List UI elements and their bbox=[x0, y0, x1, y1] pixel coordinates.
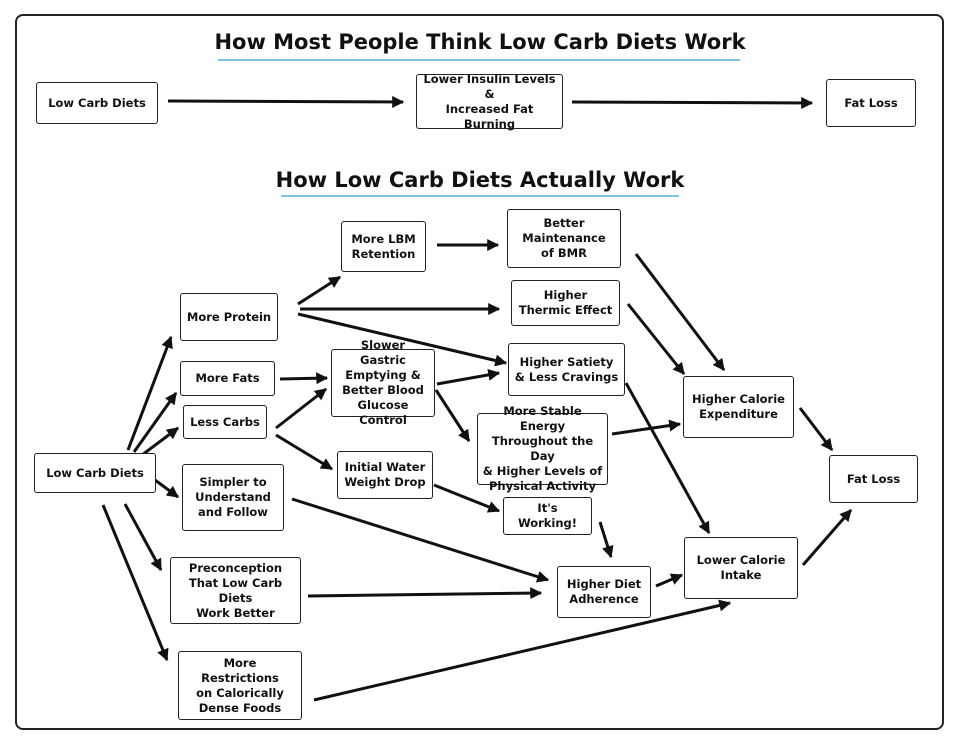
arrow-lcd-carbs bbox=[141, 426, 179, 457]
arrow-top-1 bbox=[167, 95, 405, 108]
diagram-frame bbox=[15, 14, 944, 730]
simpler-box: Simpler to Understand and Follow bbox=[182, 464, 284, 531]
arrow-lcd-restrictions bbox=[101, 504, 169, 662]
arrow-adherence-intake bbox=[655, 573, 684, 588]
arrow-working-adherence bbox=[598, 521, 614, 559]
title-common-belief: How Most People Think Low Carb Diets Wor… bbox=[214, 30, 746, 54]
stable-energy-box: More Stable Energy Throughout the Day & … bbox=[477, 404, 608, 493]
arrow-carbs-gastric bbox=[275, 387, 327, 430]
arrow-gastric-energy bbox=[434, 389, 471, 443]
top-fat-loss-box: Fat Loss bbox=[826, 79, 916, 127]
title-common-belief-underline bbox=[218, 59, 740, 61]
arrow-carbs-water bbox=[275, 433, 334, 471]
arrow-protein-lbm bbox=[297, 275, 342, 306]
calorie-expenditure-box: Higher Calorie Expenditure bbox=[683, 376, 794, 438]
arrow-fats-gastric bbox=[279, 372, 329, 385]
thermic-box: Higher Thermic Effect bbox=[511, 280, 620, 326]
arrow-energy-expenditure bbox=[611, 419, 682, 436]
arrow-preconception-adherence bbox=[307, 587, 543, 600]
arrow-simpler-adherence bbox=[291, 497, 550, 583]
title-actual-mechanism-underline bbox=[281, 195, 679, 197]
title-actual-mechanism: How Low Carb Diets Actually Work bbox=[275, 168, 685, 192]
more-lbm-box: More LBM Retention bbox=[341, 221, 426, 272]
arrow-lcd-simpler bbox=[154, 478, 179, 499]
low-carb-diets-box: Low Carb Diets bbox=[34, 453, 156, 493]
arrow-expenditure-fatloss bbox=[798, 407, 834, 451]
arrow-thermic-expenditure bbox=[626, 303, 686, 375]
fat-loss-box: Fat Loss bbox=[829, 455, 918, 503]
satiety-box: Higher Satiety & Less Cravings bbox=[508, 343, 625, 396]
arrow-lcd-preconception bbox=[123, 503, 163, 572]
top-low-carb-diets-box: Low Carb Diets bbox=[36, 82, 158, 124]
top-lower-insulin-box: Lower Insulin Levels & Increased Fat Bur… bbox=[416, 72, 563, 131]
arrow-gastric-satiety bbox=[436, 368, 501, 386]
more-protein-box: More Protein bbox=[180, 293, 278, 341]
adherence-box: Higher Diet Adherence bbox=[557, 566, 651, 618]
better-bmr-box: Better Maintenance of BMR bbox=[507, 209, 621, 268]
arrow-water-working bbox=[433, 483, 501, 513]
arrow-protein-satiety bbox=[297, 312, 508, 367]
arrow-satiety-intake bbox=[624, 382, 711, 535]
arrow-top-2 bbox=[571, 96, 814, 109]
preconception-box: Preconception That Low Carb Diets Work B… bbox=[170, 557, 301, 624]
more-fats-box: More Fats bbox=[180, 361, 275, 396]
arrow-lcd-protein bbox=[126, 335, 173, 451]
arrow-bmr-expenditure bbox=[634, 253, 726, 371]
less-carbs-box: Less Carbs bbox=[183, 405, 267, 439]
calorie-intake-box: Lower Calorie Intake bbox=[684, 537, 798, 599]
more-restrictions-box: More Restrictions on Calorically Dense F… bbox=[178, 651, 302, 720]
arrow-intake-fatloss bbox=[801, 509, 853, 566]
its-working-box: It's Working! bbox=[503, 497, 592, 535]
water-weight-box: Initial Water Weight Drop bbox=[337, 451, 433, 499]
arrow-restrictions-intake bbox=[313, 599, 732, 702]
slower-gastric-box: Slower Gastric Emptying & Better Blood G… bbox=[331, 338, 435, 427]
arrow-lcd-fats bbox=[132, 392, 178, 453]
